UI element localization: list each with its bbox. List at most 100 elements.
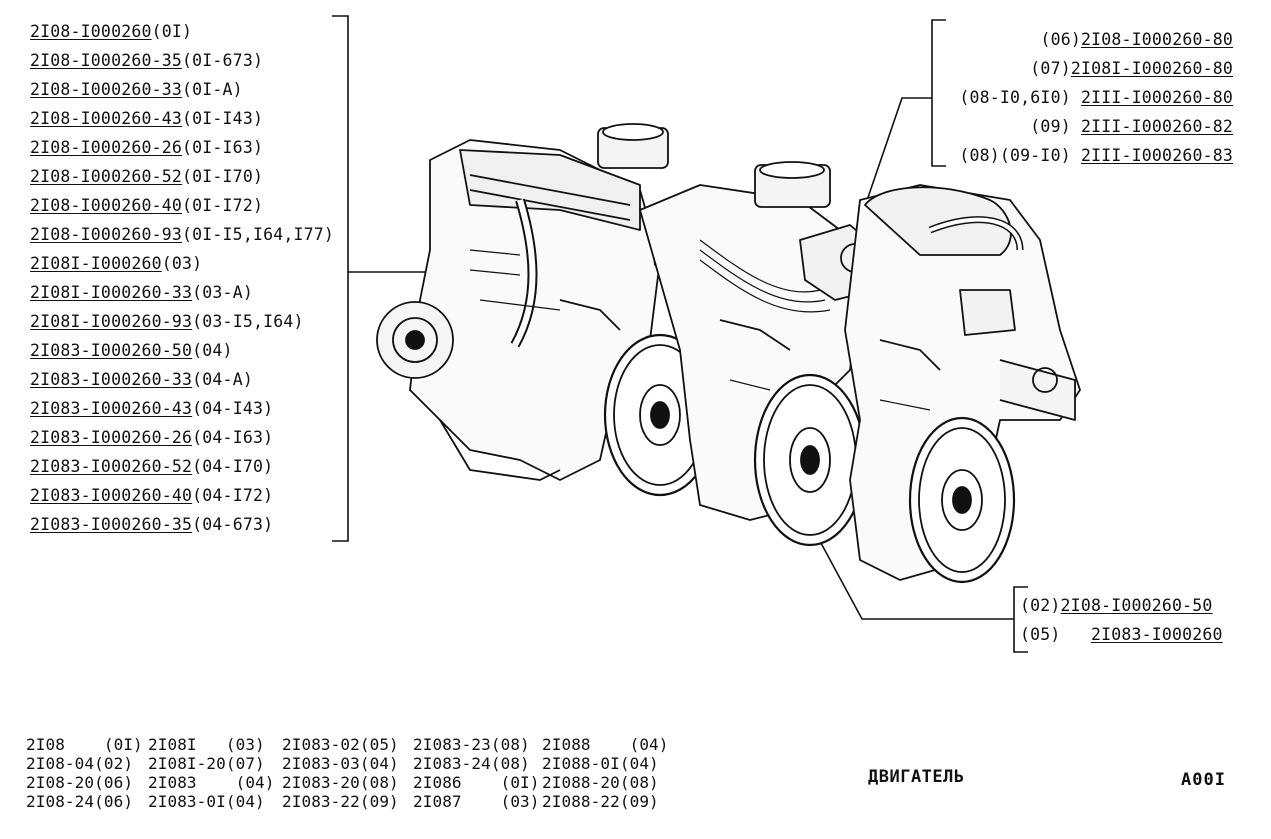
part-applicability: (04-673) [192,515,274,534]
part-applicability: (0I-673) [182,51,264,70]
part-entry: 2I08I-I000260-93(03-I5,I64) [30,313,304,331]
variant-cell: 2I08-24(06) [26,792,134,811]
variant-cell: 2I083-24(08) [413,754,530,773]
part-applicability: (04-I43) [192,399,274,418]
part-entry: 2I08-I000260-93(0I-I5,I64,I77) [30,226,334,244]
part-entry: (07)2I08I-I000260-80 [1030,60,1233,78]
part-number: 2I08-I000260-93 [30,225,183,244]
variant-cell: 2I088 (04) [542,735,669,754]
part-number: 2I08I-I000260-33 [30,283,193,302]
part-number: 2I08-I000260-52 [30,167,183,186]
variant-cell: 2I088-22(09) [542,792,659,811]
variant-cell: 2I083-22(09) [282,792,399,811]
part-number: 2I08-I000260-43 [30,109,183,128]
variant-cell: 2I088-0I(04) [542,754,659,773]
part-applicability: (0I-I63) [182,138,264,157]
part-entry: (06)2I08-I000260-80 [1040,31,1233,49]
part-entry: 2I08-I000260-40(0I-I72) [30,197,263,215]
part-applicability: (0I-I43) [182,109,264,128]
part-number: 2I083-I000260-52 [30,457,193,476]
part-number: 2I083-I000260-40 [30,486,193,505]
part-entry: 2I083-I000260-35(04-673) [30,516,273,534]
part-applicability: (0I-A) [182,80,243,99]
part-applicability: (06) [1040,30,1081,49]
part-applicability: (08)(09-I0) [959,146,1071,165]
part-number: 2I083-I000260-43 [30,399,193,418]
part-number: 2I08I-I000260-80 [1070,59,1233,78]
part-entry: 2I083-I000260-33(04-A) [30,371,253,389]
part-entry: 2I083-I000260-52(04-I70) [30,458,273,476]
part-entry: 2I083-I000260-26(04-I63) [30,429,273,447]
part-number: 2I083-I000260-26 [30,428,193,447]
variant-cell: 2I086 (0I) [413,773,540,792]
part-entry: 2I08I-I000260(03) [30,255,202,273]
part-entry: 2I08-I000260-43(0I-I43) [30,110,263,128]
part-entry: (08)(09-I0) 2III-I000260-83 [959,147,1233,165]
part-entry: 2I08-I000260-52(0I-I70) [30,168,263,186]
bottom-bracket [814,531,1028,653]
part-number: 2I08I-I000260 [30,254,162,273]
variant-cell: 2I08-20(06) [26,773,134,792]
part-applicability: (07) [1030,59,1071,78]
part-applicability: (0I-I5,I64,I77) [182,225,335,244]
part-entry: (05) 2I083-I000260 [1020,626,1223,644]
variant-cell: 2I08I (03) [148,735,265,754]
part-applicability: (0I-I72) [182,196,264,215]
part-entry: 2I083-I000260-50(04) [30,342,233,360]
part-number: 2I08-I000260-40 [30,196,183,215]
part-entry: 2I08-I000260-33(0I-A) [30,81,243,99]
variant-cell: 2I083-02(05) [282,735,399,754]
part-number: 2I083-I000260-35 [30,515,193,534]
variant-cell: 2I083-20(08) [282,773,399,792]
variant-cell: 2I087 (03) [413,792,540,811]
part-number: 2I08-I000260-33 [30,80,183,99]
part-number: 2I08-I000260 [30,22,152,41]
variant-cell: 2I088-20(08) [542,773,659,792]
part-applicability: (0I) [151,22,193,41]
part-applicability: (05) [1020,625,1061,644]
part-applicability: (04-A) [192,370,253,389]
part-applicability: (08-I0,6I0) [959,88,1071,107]
part-number: 2I08-I000260-26 [30,138,183,157]
part-applicability: (03-I5,I64) [192,312,304,331]
variant-cell: 2I08I-20(07) [148,754,265,773]
variant-cell: 2I083-03(04) [282,754,399,773]
engine-right [844,184,1081,584]
variant-cell: 2I08-04(02) [26,754,134,773]
part-number: 2III-I000260-80 [1080,88,1233,107]
part-applicability: (04-I72) [192,486,274,505]
part-entry: 2I083-I000260-43(04-I43) [30,400,273,418]
part-applicability: (03-A) [192,283,253,302]
page-code: A00I [1181,770,1226,790]
part-entry: (09) 2III-I000260-82 [1030,118,1233,136]
part-entry: 2I08-I000260-35(0I-673) [30,52,263,70]
part-applicability: (02) [1020,596,1061,615]
variant-cell: 2I083-0I(04) [148,792,265,811]
part-entry: (08-I0,6I0) 2III-I000260-80 [959,89,1233,107]
part-number: 2III-I000260-82 [1080,117,1233,136]
part-number: 2I08-I000260-80 [1080,30,1233,49]
part-number: 2I083-I000260 [1090,625,1223,644]
part-entry: (02)2I08-I000260-50 [1020,597,1213,615]
variant-cell: 2I08 (0I) [26,735,143,754]
page-title: ДВИГАТЕЛЬ [868,767,965,787]
part-applicability: (04-I70) [192,457,274,476]
part-applicability: (03) [161,254,203,273]
part-applicability: (04-I63) [192,428,274,447]
part-entry: 2I083-I000260-40(04-I72) [30,487,273,505]
part-applicability: (09) [1030,117,1071,136]
part-number: 2III-I000260-83 [1080,146,1233,165]
part-number: 2I083-I000260-33 [30,370,193,389]
part-entry: 2I08-I000260(0I) [30,23,192,41]
part-applicability: (04) [192,341,233,360]
variant-cell: 2I083 (04) [148,773,275,792]
part-number: 2I083-I000260-50 [30,341,193,360]
right-bracket [861,19,946,216]
part-applicability: (0I-I70) [182,167,264,186]
part-number: 2I08I-I000260-93 [30,312,193,331]
part-number: 2I08-I000260-35 [30,51,183,70]
part-entry: 2I08I-I000260-33(03-A) [30,284,253,302]
part-number: 2I08-I000260-50 [1060,596,1213,615]
part-entry: 2I08-I000260-26(0I-I63) [30,139,263,157]
